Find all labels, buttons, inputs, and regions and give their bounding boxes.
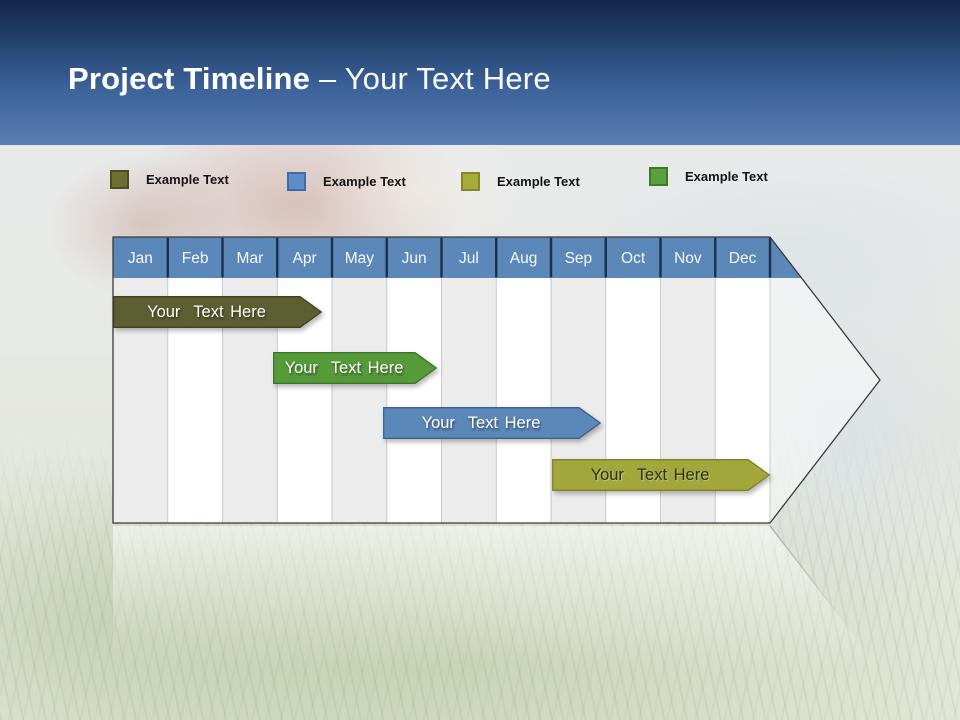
legend-item: Example Text [110, 170, 229, 189]
month-label: Dec [729, 250, 757, 267]
arrow-reflection [113, 525, 880, 669]
task-bar-label: Your Text Here [590, 465, 710, 484]
month-header-band [113, 237, 802, 278]
legend-swatch-olive [461, 172, 480, 191]
legend-label: Example Text [497, 174, 580, 189]
page-title-regular: – Your Text Here [318, 61, 551, 96]
page-title-bold: Project Timeline [68, 61, 319, 96]
month-labels: Jan Feb Mar Apr May Jun Jul Aug Sep Oct … [128, 250, 757, 267]
task-bar-label: Your Text Here [421, 413, 541, 432]
page-title: Project Timeline – Your Text Here [68, 60, 551, 97]
month-label: Feb [182, 250, 209, 267]
legend-item: Example Text [287, 172, 406, 191]
month-label: Apr [293, 250, 317, 267]
legend-swatch-dark-olive [110, 170, 129, 189]
legend-swatch-green [649, 167, 668, 186]
month-label: Nov [674, 250, 702, 267]
month-label: Jun [402, 250, 427, 267]
month-label: Jan [128, 250, 153, 267]
month-label: Aug [510, 250, 538, 267]
legend-swatch-blue [287, 172, 306, 191]
arrow-tip-area [770, 278, 880, 523]
legend-label: Example Text [685, 169, 768, 184]
legend-item: Example Text [649, 167, 768, 186]
month-label: Mar [237, 250, 264, 267]
month-label: May [345, 250, 375, 267]
legend-label: Example Text [323, 174, 406, 189]
title-band: Project Timeline – Your Text Here [0, 0, 960, 145]
legend-item: Example Text [461, 172, 580, 191]
task-bar-1: Your Text Here [113, 296, 322, 328]
task-bar-3: Your Text Here [383, 407, 601, 439]
month-label: Sep [565, 250, 593, 267]
task-bar-2: Your Text Here [273, 352, 437, 384]
month-label: Jul [459, 250, 479, 267]
task-bar-4: Your Text Here [552, 459, 770, 491]
header-separators [166, 237, 772, 278]
arrow-outline [112, 236, 881, 524]
legend-label: Example Text [146, 172, 229, 187]
task-bar-label: Your Text Here [284, 358, 404, 377]
month-label: Oct [621, 250, 646, 267]
task-bar-label: Your Text Here [147, 302, 266, 321]
